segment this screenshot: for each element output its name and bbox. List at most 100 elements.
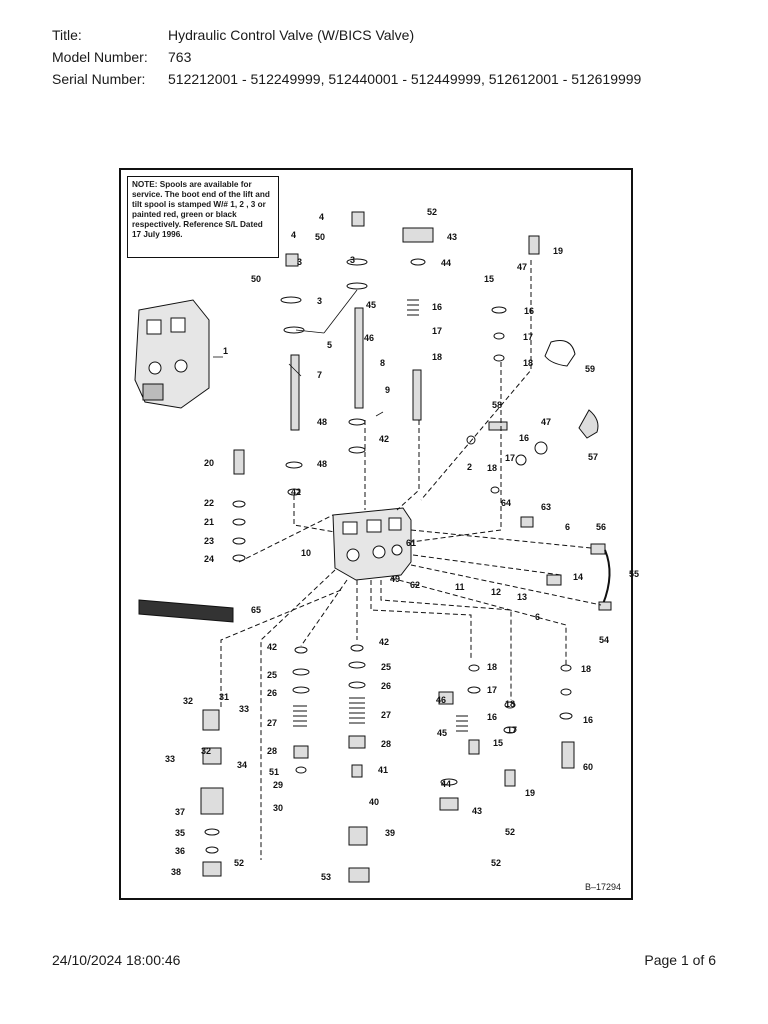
callout-17: 17 xyxy=(432,326,442,336)
callout-18: 18 xyxy=(487,463,497,473)
callout-45: 45 xyxy=(366,300,376,310)
callout-18: 18 xyxy=(432,352,442,362)
callout-34: 34 xyxy=(237,760,247,770)
model-value: 763 xyxy=(168,49,192,65)
callout-3: 3 xyxy=(317,296,322,306)
callout-48: 48 xyxy=(317,417,327,427)
callout-3: 3 xyxy=(350,255,355,265)
callout-39: 39 xyxy=(385,828,395,838)
callout-18: 18 xyxy=(487,662,497,672)
callout-53: 53 xyxy=(321,872,331,882)
callout-44: 44 xyxy=(441,779,451,789)
callout-59: 59 xyxy=(585,364,595,374)
callout-1: 1 xyxy=(223,346,228,356)
exploded-view-drawing: 1233344566789101112131415151616161616171… xyxy=(134,207,639,883)
callout-12: 12 xyxy=(491,587,501,597)
callout-16: 16 xyxy=(432,302,442,312)
callout-18: 18 xyxy=(581,664,591,674)
callout-62: 62 xyxy=(410,580,420,590)
callout-64: 64 xyxy=(501,498,511,508)
callout-35: 35 xyxy=(175,828,185,838)
callout-44: 44 xyxy=(441,258,451,268)
callout-46: 46 xyxy=(364,333,374,343)
callout-31: 31 xyxy=(219,692,229,702)
callout-19: 19 xyxy=(553,246,563,256)
callout-23: 23 xyxy=(204,536,214,546)
callout-17: 17 xyxy=(505,453,515,463)
callout-54: 54 xyxy=(599,635,609,645)
callout-13: 13 xyxy=(517,592,527,602)
callout-40: 40 xyxy=(369,797,379,807)
callout-52: 52 xyxy=(491,858,501,868)
callout-49: 49 xyxy=(390,574,400,584)
callout-3: 3 xyxy=(297,257,302,267)
callout-26: 26 xyxy=(381,681,391,691)
callout-16: 16 xyxy=(487,712,497,722)
callout-25: 25 xyxy=(267,670,277,680)
callout-42: 42 xyxy=(379,637,389,647)
serial-value: 512212001 - 512249999, 512440001 - 51244… xyxy=(168,71,642,87)
callout-52: 52 xyxy=(234,858,244,868)
callout-4: 4 xyxy=(319,212,324,222)
callout-8: 8 xyxy=(380,358,385,368)
callout-33: 33 xyxy=(239,704,249,714)
callout-5: 5 xyxy=(327,340,332,350)
callout-4: 4 xyxy=(291,230,296,240)
callout-48: 48 xyxy=(317,459,327,469)
callout-55: 55 xyxy=(629,569,639,579)
service-note: NOTE: Spools are available for service. … xyxy=(127,176,279,258)
callout-28: 28 xyxy=(381,739,391,749)
callout-41: 41 xyxy=(378,765,388,775)
callout-60: 60 xyxy=(583,762,593,772)
callout-45: 45 xyxy=(437,728,447,738)
callout-19: 19 xyxy=(525,788,535,798)
callout-50: 50 xyxy=(251,274,261,284)
callout-26: 26 xyxy=(267,688,277,698)
callout-10: 10 xyxy=(301,548,311,558)
callout-32: 32 xyxy=(183,696,193,706)
figure-id-label: B–17294 xyxy=(584,882,621,892)
callout-52: 52 xyxy=(505,827,515,837)
callout-9: 9 xyxy=(385,385,390,395)
callout-42: 42 xyxy=(379,434,389,444)
footer-datetime: 24/10/2024 18:00:46 xyxy=(52,952,181,968)
callout-21: 21 xyxy=(204,517,214,527)
callout-20: 20 xyxy=(204,458,214,468)
callout-47: 47 xyxy=(541,417,551,427)
callout-7: 7 xyxy=(317,370,322,380)
callout-32: 32 xyxy=(201,746,211,756)
callout-61: 61 xyxy=(406,538,416,548)
callout-42: 42 xyxy=(267,642,277,652)
valve-body-drawing xyxy=(332,507,412,581)
callout-17: 17 xyxy=(523,332,533,342)
model-label: Model Number: xyxy=(52,49,148,65)
callout-42: 42 xyxy=(291,487,301,497)
callout-33: 33 xyxy=(165,754,175,764)
callout-16: 16 xyxy=(519,433,529,443)
callout-43: 43 xyxy=(447,232,457,242)
footer-page-number: Page 1 of 6 xyxy=(644,952,716,968)
callout-22: 22 xyxy=(204,498,214,508)
callout-24: 24 xyxy=(204,554,214,564)
callout-16: 16 xyxy=(524,306,534,316)
callout-6: 6 xyxy=(535,612,540,622)
callout-14: 14 xyxy=(573,572,583,582)
callout-17: 17 xyxy=(507,725,517,735)
callout-57: 57 xyxy=(588,452,598,462)
callout-27: 27 xyxy=(267,718,277,728)
callout-28: 28 xyxy=(267,746,277,756)
callout-47: 47 xyxy=(517,262,527,272)
callout-17: 17 xyxy=(487,685,497,695)
callout-46: 46 xyxy=(436,695,446,705)
callout-30: 30 xyxy=(273,803,283,813)
callout-11: 11 xyxy=(455,582,465,592)
callout-43: 43 xyxy=(472,806,482,816)
valve-assembly-drawing xyxy=(134,299,210,409)
callout-52: 52 xyxy=(427,207,437,217)
callout-29: 29 xyxy=(273,780,283,790)
callout-16: 16 xyxy=(583,715,593,725)
callout-36: 36 xyxy=(175,846,185,856)
callout-18: 18 xyxy=(523,358,533,368)
